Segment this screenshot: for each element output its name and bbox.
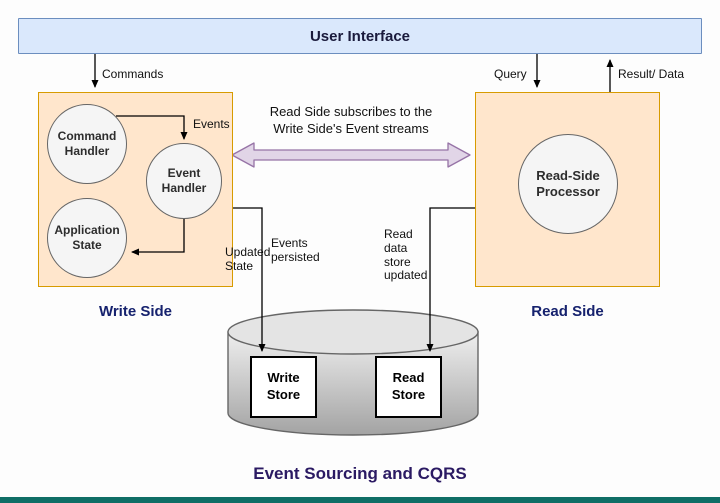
events-persisted-edge-label: Events persisted [271,236,320,264]
read-side-processor-node: Read-Side Processor [518,134,618,234]
event-handler-node: Event Handler [146,143,222,219]
application-state-node: Application State [47,198,127,278]
read-store-box: Read Store [375,356,442,418]
command-handler-node: Command Handler [47,104,127,184]
write-store-label: Write Store [266,370,301,402]
query-edge-label: Query [494,67,527,81]
read-data-store-updated-edge-label: Read data store updated [384,227,428,283]
events-persisted-arrow [233,207,266,352]
subscription-double-arrow [231,142,471,168]
write-side-label: Write Side [98,303,173,320]
read-store-label: Read Store [391,370,426,402]
user-interface-box: User Interface [18,18,702,54]
bottom-edge-bar [0,497,720,503]
subscription-note: Read Side subscribes to the Write Side's… [237,103,465,137]
read-store-updated-arrow [426,207,475,352]
event-store-cylinder-top [227,309,479,355]
commands-edge-label: Commands [102,67,164,81]
result-data-edge-label: Result/ Data [618,67,685,81]
read-side-processor-label: Read-Side Processor [536,167,600,199]
read-side-label: Read Side [531,303,604,320]
diagram-title: Event Sourcing and CQRS [253,464,467,483]
event-handler-label: Event Handler [161,166,207,195]
application-state-label: Application State [54,223,120,252]
events-edge-label: Events [193,117,230,131]
user-interface-label: User Interface [309,27,411,45]
command-handler-label: Command Handler [57,129,117,158]
subscription-note-line2: Write Side's Event streams [273,121,429,136]
subscription-note-line1: Read Side subscribes to the [269,104,433,119]
write-store-box: Write Store [250,356,317,418]
